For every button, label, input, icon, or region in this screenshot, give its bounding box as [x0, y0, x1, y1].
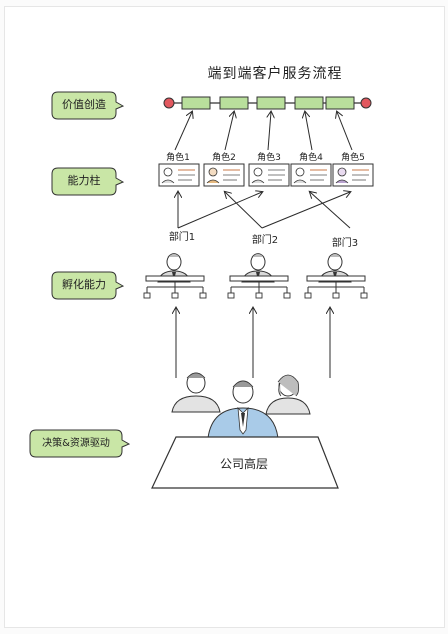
label-value-creation: 价值创造	[51, 91, 125, 120]
role-card-2	[203, 163, 245, 187]
dept-to-role-arrows	[178, 192, 350, 229]
process-step-5	[325, 96, 355, 110]
role-card-3	[248, 163, 290, 187]
process-step-1	[181, 96, 211, 110]
label-decision-resource-text: 决策&资源驱动	[42, 436, 110, 449]
role-card-1	[158, 163, 200, 187]
dept-2-group	[227, 253, 291, 299]
leadership-to-dept-arrows	[176, 308, 330, 378]
label-decision-resource: 决策&资源驱动	[29, 429, 131, 458]
leadership-label: 公司高层	[220, 456, 268, 471]
role-to-process-arrows	[174, 112, 353, 151]
process-chain	[163, 96, 372, 110]
label-capability-pillar: 能力柱	[51, 167, 125, 196]
process-step-2	[219, 96, 249, 110]
dept-label-2: 部门2	[252, 233, 278, 246]
dept-label-1: 部门1	[169, 230, 195, 243]
role-label-2: 角色2	[212, 151, 236, 163]
process-end-node	[360, 97, 372, 109]
process-step-4	[294, 96, 324, 110]
role-card-4	[290, 163, 332, 187]
label-capability-pillar-text: 能力柱	[68, 173, 101, 187]
dept-label-3: 部门3	[332, 236, 358, 249]
role-label-5: 角色5	[341, 151, 365, 163]
dept-1-group	[143, 253, 207, 299]
leadership-table: 公司高层	[151, 436, 339, 489]
diagram-title: 端到端客户服务流程	[208, 65, 343, 82]
process-step-3	[256, 96, 286, 110]
role-card-5	[332, 163, 374, 187]
departments-row: 部门1 部门2 部门3	[143, 230, 368, 299]
role-label-3: 角色3	[257, 151, 281, 163]
role-label-1: 角色1	[166, 151, 190, 163]
leadership-group	[171, 372, 311, 439]
role-label-4: 角色4	[299, 151, 323, 163]
label-value-creation-text: 价值创造	[62, 97, 106, 111]
process-start-node	[163, 97, 175, 109]
dept-3-group	[304, 253, 368, 299]
roles-row: 角色1 角色2 角色3 角色4 角色5	[158, 151, 374, 187]
label-incubation-text: 孵化能力	[62, 277, 106, 291]
label-incubation: 孵化能力	[51, 271, 125, 300]
